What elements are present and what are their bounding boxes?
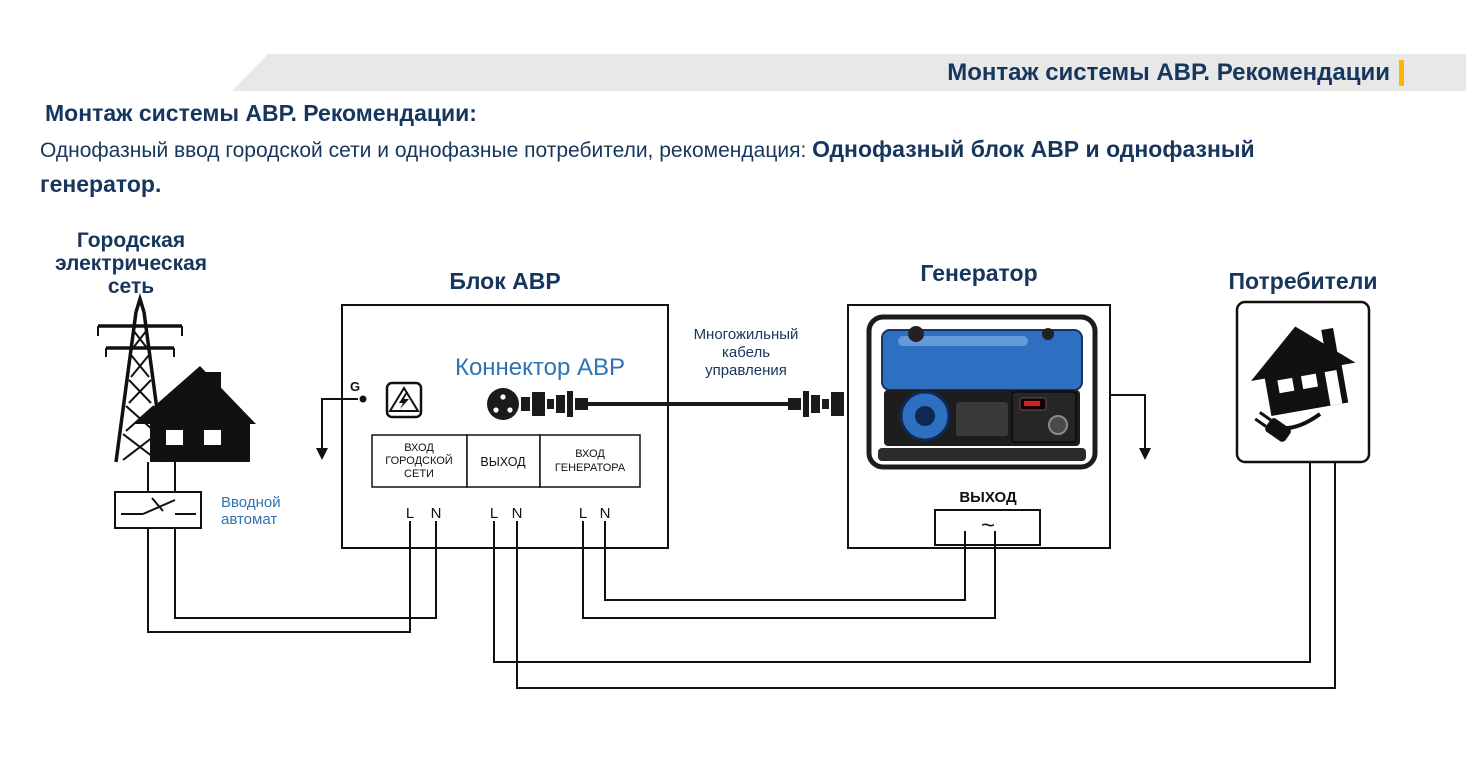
header-banner: Монтаж системы АВР. Рекомендации [232, 54, 1466, 91]
intro-bold-line1: Однофазный блок АВР и однофазный [812, 136, 1255, 162]
generator-block: Генератор ВЫХОД ~ [847, 260, 1111, 549]
page-title: Монтаж системы АВР. Рекомендации: [45, 100, 477, 126]
city-network-label: Городская электрическая сеть [55, 229, 207, 298]
city-label-line1: Городская [77, 229, 185, 252]
wire-gen-n-to-avr [604, 521, 966, 601]
cable-label-line3: управления [705, 362, 787, 379]
wire-city-n-to-avr [174, 521, 437, 619]
intro-text: Однофазный ввод городской сети и однофаз… [40, 132, 1380, 201]
wire-city-to-breaker [147, 462, 176, 492]
cable-plug-right-icon [788, 391, 844, 417]
cable-label-line1: Многожильный [694, 326, 799, 343]
generator-output-label: ВЫХОД [959, 489, 1017, 506]
banner-accent-bar [1399, 59, 1404, 86]
cable-label-line2: кабель [722, 344, 770, 361]
avr-block: Блок АВР Коннектор АВР G ВХОД [341, 268, 669, 549]
city-label-line3: сеть [108, 275, 154, 298]
generator-image [866, 314, 1098, 470]
wire-output-n-to-consumers [516, 462, 1336, 689]
terminal-cell1-line2: ГОРОДСКОЙ [385, 454, 452, 467]
intro-normal: Однофазный ввод городской сети и однофаз… [40, 139, 813, 162]
breaker-label-line1: Вводной [221, 494, 281, 511]
avr-connector-socket-icon [487, 388, 519, 420]
phase-label-n: N [600, 505, 611, 522]
generator-title: Генератор [920, 260, 1037, 286]
ground-arrow-left [316, 398, 358, 460]
terminal-cell3-line1: ВХОД [575, 448, 605, 460]
generator-output-symbol: ~ [981, 512, 995, 539]
city-label-line2: электрическая [55, 252, 207, 275]
phase-label-l: L [490, 505, 498, 522]
generator-output-box [934, 509, 1041, 546]
control-cable-label: Многожильный кабель управления [694, 326, 799, 379]
avr-title: Блок АВР [449, 268, 560, 294]
cable-plug-left-icon [521, 391, 588, 417]
avr-box [341, 304, 669, 549]
control-cable [521, 391, 844, 417]
hazard-warning-icon [385, 381, 423, 419]
input-breaker [114, 491, 202, 529]
consumer-plug-icon [1254, 411, 1322, 442]
phase-label-l: L [406, 505, 414, 522]
city-house-icon [134, 366, 256, 462]
terminal-cell3-line2: ГЕНЕРАТОРА [555, 462, 626, 474]
breaker-label: Вводной автомат [221, 494, 281, 528]
phase-label-n: N [431, 505, 442, 522]
terminal-cell1-line1: ВХОД [404, 442, 434, 454]
terminal-cell1-line3: СЕТИ [404, 468, 434, 480]
phase-label-l: L [579, 505, 587, 522]
phase-label-n: N [512, 505, 523, 522]
consumer-house-icon [1251, 326, 1356, 416]
down-arrow-right [1110, 394, 1151, 460]
ground-terminal-dot [359, 395, 367, 403]
consumers-block: Потребители [1229, 268, 1378, 464]
wire-gen-l-to-avr [582, 521, 996, 619]
wire-city-l-to-avr [147, 521, 411, 633]
intro-bold-line2: генератор. [40, 170, 162, 197]
banner-title: Монтаж системы АВР. Рекомендации [947, 58, 1390, 86]
wire-output-l-to-consumers [493, 462, 1311, 663]
wiring [147, 462, 1336, 689]
avr-terminal-strip: ВХОД ГОРОДСКОЙ СЕТИ ВЫХОД ВХОД ГЕНЕРАТОР… [371, 434, 641, 488]
avr-phase-labels: L N L N L N [406, 505, 611, 522]
breaker-label-line2: автомат [221, 511, 277, 528]
consumers-title: Потребители [1229, 268, 1378, 294]
ground-terminal-label: G [350, 379, 360, 394]
avr-connector-label: Коннектор АВР [455, 354, 625, 381]
terminal-cell2-line1: ВЫХОД [480, 455, 526, 469]
